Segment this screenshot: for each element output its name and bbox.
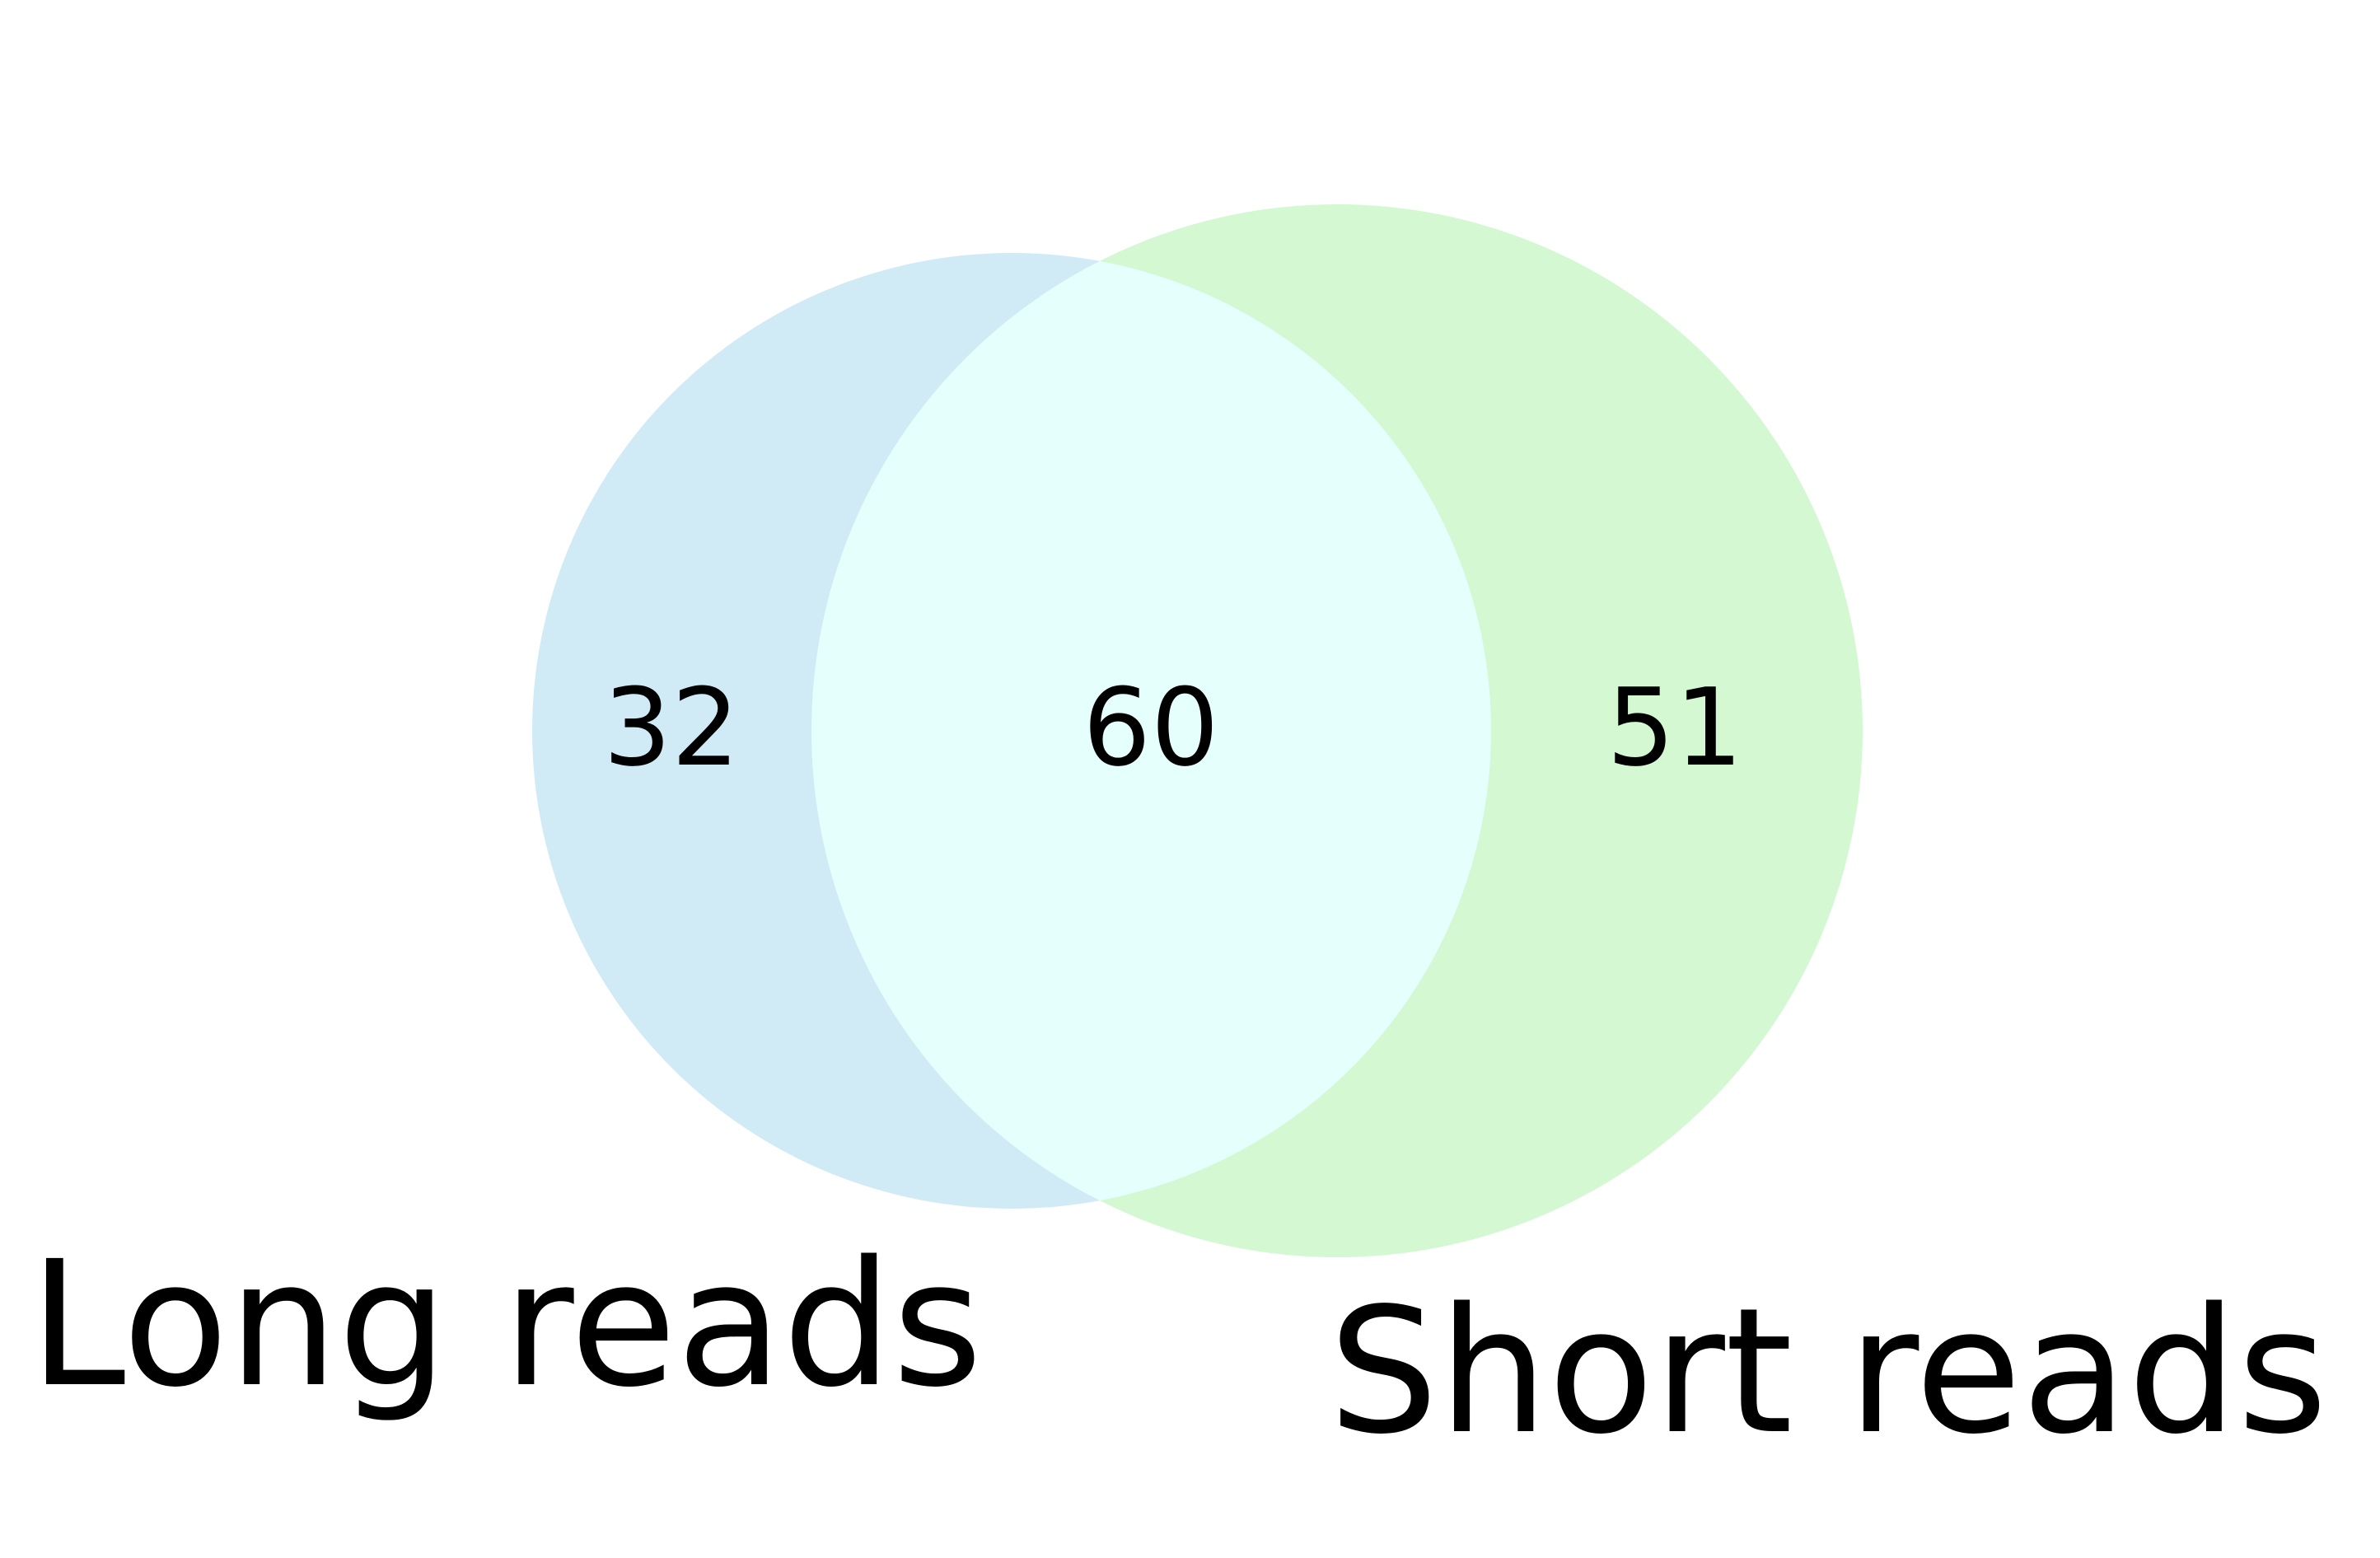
intersection-count: 60 [1082,665,1218,790]
long-reads-only-count: 32 [603,665,739,790]
short-reads-only-count: 51 [1606,665,1742,790]
short-reads-label: Short reads [1329,1270,2328,1472]
long-reads-label: Long reads [29,1223,982,1425]
intersection-region [811,253,1491,1209]
